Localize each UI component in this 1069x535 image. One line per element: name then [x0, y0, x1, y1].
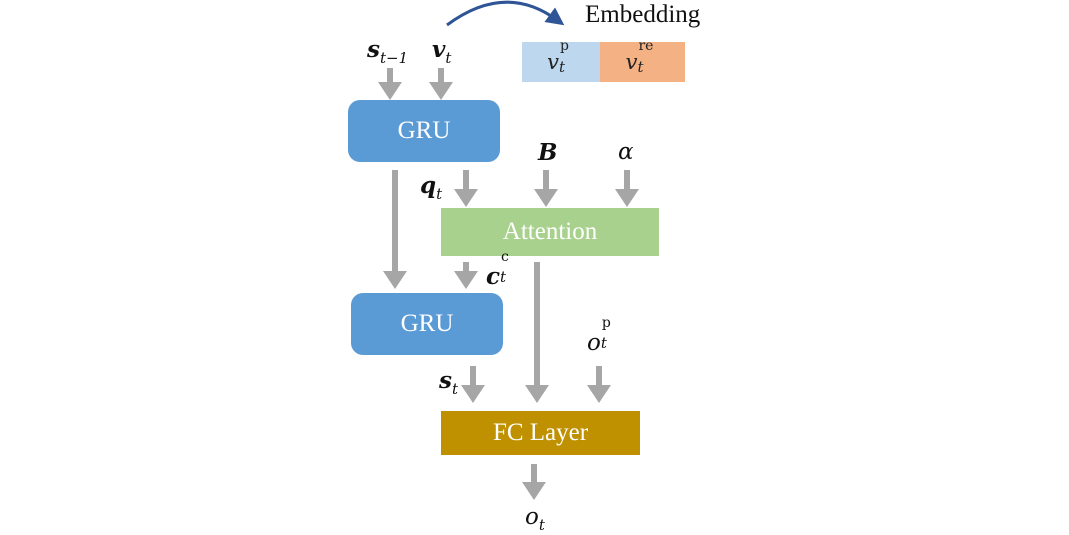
attention-node: Attention	[441, 208, 659, 256]
label-b: B	[538, 139, 558, 166]
label-s-prev-sub: t−1	[379, 49, 409, 67]
embedding-p-sup: p	[559, 38, 569, 54]
gru-top-node: GRU	[348, 100, 500, 162]
embedding-p-sub: t	[558, 58, 565, 76]
embedding-re-sub: t	[637, 58, 644, 76]
embedding-curve-arrow	[446, 0, 565, 27]
embedding-p-base: v	[547, 50, 559, 74]
label-c-t-sub: t	[500, 268, 507, 286]
embedding-re-base: v	[625, 50, 638, 74]
label-s-t: st	[439, 367, 458, 397]
label-s-t-sub: t	[451, 380, 458, 398]
label-o-p-sup: p	[601, 315, 611, 331]
embedding-re-sup: re	[638, 38, 654, 54]
label-v-t-base: v	[432, 36, 446, 63]
label-q-t: qt	[420, 172, 442, 202]
label-v-t-sub: t	[445, 49, 452, 67]
label-c-t-base: c	[486, 263, 501, 290]
label-o-t: ot	[525, 504, 545, 533]
label-o-p-base: o	[587, 330, 601, 356]
label-o-t-base: o	[525, 504, 539, 530]
label-q-t-base: q	[420, 172, 437, 199]
label-s-prev: st−1	[367, 36, 408, 66]
label-o-p-sub: t	[600, 334, 607, 352]
gru-bottom-node: GRU	[351, 293, 503, 355]
label-s-t-base: s	[439, 367, 452, 394]
label-c-t-sup: c	[501, 249, 509, 265]
label-o-t-sub: t	[538, 516, 545, 534]
label-q-t-sub: t	[436, 185, 443, 203]
label-s-prev-base: s	[367, 36, 380, 63]
label-v-t: vt	[432, 36, 451, 66]
fc-layer-node: FC Layer	[441, 411, 640, 455]
embedding-title: Embedding	[585, 1, 701, 28]
label-alpha: α	[618, 139, 634, 165]
